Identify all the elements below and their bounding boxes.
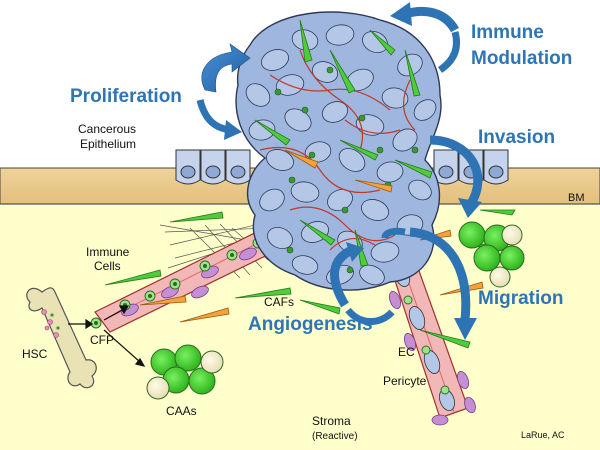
label-migration: Migration: [478, 288, 564, 309]
label-caas: CAAs: [166, 404, 197, 418]
label-immune: Immune: [471, 22, 544, 43]
proliferation-arrow-icon: [196, 43, 251, 140]
bone-icon: [26, 287, 97, 389]
immune-modulation-arrow-icon: [390, 2, 460, 73]
migration-arrow-icon: [381, 227, 477, 340]
epithelium-left: [175, 149, 251, 185]
label-modulation: Modulation: [471, 48, 572, 69]
label-cancerous: Cancerous: [78, 122, 136, 136]
tumor-mass: [235, 11, 442, 291]
label-angiogenesis: Angiogenesis: [248, 314, 373, 335]
label-proliferation: Proliferation: [70, 86, 182, 107]
label-immune-cells-1: Immune: [86, 245, 130, 259]
label-epithelium: Epithelium: [80, 137, 136, 151]
label-ec: EC: [398, 345, 415, 359]
invasion-arrow-icon: [429, 135, 483, 218]
adipocyte-cluster-right: [458, 221, 525, 288]
label-bm: BM: [568, 192, 585, 204]
label-invasion: Invasion: [478, 127, 555, 148]
label-stroma-reactive: (Reactive): [312, 431, 358, 442]
label-hsc: HSC: [22, 347, 48, 361]
label-stroma: Stroma: [312, 414, 351, 428]
label-cfp: CFP: [90, 333, 114, 347]
angiogenesis-arrow-icon: [330, 242, 395, 325]
label-immune-cells-2: Cells: [94, 259, 121, 273]
label-pericyte: Pericyte: [383, 374, 427, 388]
credit-text: LaRue, AC: [521, 430, 565, 440]
caas-cluster: [146, 344, 224, 400]
label-cafs: CAFs: [264, 295, 294, 309]
cell-lineage-arrows: [68, 305, 146, 367]
